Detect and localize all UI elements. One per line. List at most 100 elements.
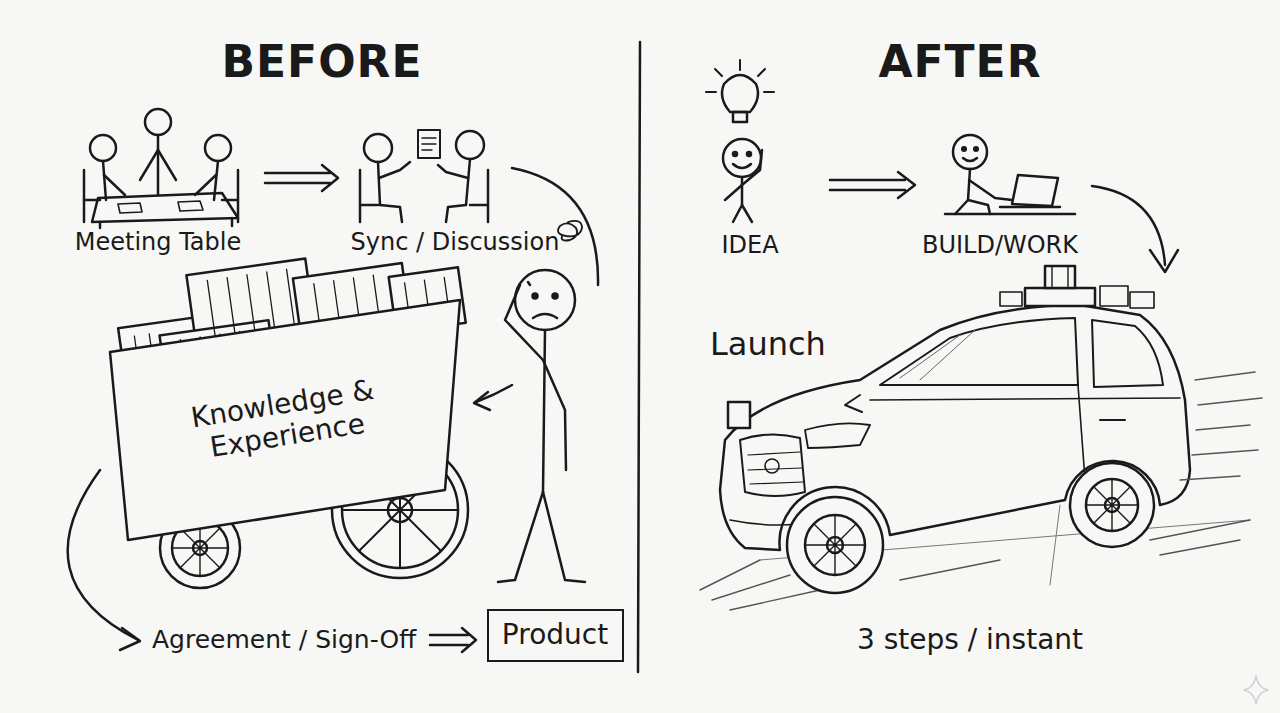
meeting-figures-part bbox=[92, 193, 238, 222]
meeting-figures-part bbox=[99, 222, 102, 228]
build-figure-part bbox=[962, 147, 966, 151]
sync-figures-part bbox=[456, 131, 484, 159]
pointer-arrow-part bbox=[474, 392, 490, 410]
sync-figures-part bbox=[438, 165, 468, 178]
autonomous-car-part bbox=[728, 402, 750, 428]
cart-outline-shape bbox=[110, 300, 460, 540]
sign-off-arrow-part bbox=[430, 628, 476, 652]
confused-figure-part bbox=[543, 492, 585, 582]
sync-figures-part bbox=[446, 205, 466, 222]
lightbulb bbox=[706, 60, 774, 122]
autonomous-car-part bbox=[748, 452, 803, 484]
sync-figures-part bbox=[380, 205, 402, 222]
build-figure bbox=[945, 135, 1075, 214]
sparkle-watermark bbox=[1244, 676, 1268, 704]
step-label: BUILD/WORK bbox=[922, 232, 1078, 258]
curved-arrow bbox=[1092, 186, 1178, 272]
idea-figure-part bbox=[747, 152, 751, 156]
node-text: Product bbox=[502, 619, 608, 651]
autonomous-car-part bbox=[1092, 320, 1163, 387]
idea-figure bbox=[723, 139, 762, 222]
thought-curve bbox=[512, 168, 598, 285]
confused-figure-part bbox=[505, 285, 543, 360]
autonomous-car-part bbox=[1180, 372, 1262, 480]
autonomous-car-part bbox=[805, 515, 865, 575]
sync-figures bbox=[360, 130, 488, 222]
meeting-figures-part bbox=[195, 175, 216, 195]
meeting-figures-part bbox=[145, 109, 171, 135]
build-figure-part bbox=[1012, 175, 1058, 206]
autonomous-car-part bbox=[1130, 292, 1154, 308]
divider-line bbox=[638, 42, 640, 672]
meeting-figures-part bbox=[90, 135, 116, 161]
sync-figures-part bbox=[378, 162, 380, 205]
confused-figure bbox=[498, 270, 585, 582]
autonomous-car bbox=[700, 266, 1262, 610]
autonomous-car-part bbox=[845, 395, 862, 412]
idea-figure-part bbox=[733, 205, 752, 222]
lightbulb-part bbox=[722, 75, 758, 112]
meeting-figures-part bbox=[104, 175, 125, 195]
autonomous-car-part bbox=[740, 434, 805, 496]
meeting-figures-part bbox=[158, 150, 176, 180]
autonomous-car-part bbox=[805, 423, 870, 448]
thought-curve-part bbox=[512, 168, 598, 285]
autonomous-car-part bbox=[1100, 419, 1125, 421]
idea-figure-part bbox=[733, 164, 751, 168]
sync-figures-part bbox=[466, 159, 470, 205]
confused-figure-part bbox=[543, 360, 566, 470]
build-figure-part bbox=[1000, 206, 1060, 209]
double-arrow-part bbox=[830, 172, 915, 198]
autonomous-car-part bbox=[765, 459, 779, 473]
sync-figures-part bbox=[379, 162, 410, 178]
sync-figures-part bbox=[360, 170, 378, 222]
autonomous-car-part bbox=[1100, 286, 1128, 306]
sign-off-arrow-part bbox=[120, 628, 140, 650]
section-heading: AFTER bbox=[878, 38, 1041, 86]
lightbulb-part bbox=[733, 112, 747, 122]
sync-figures-part bbox=[364, 134, 392, 162]
meeting-figures-part bbox=[103, 161, 106, 200]
meeting-figures-part bbox=[178, 201, 203, 211]
build-figure-part bbox=[955, 200, 990, 214]
idea-figure-part bbox=[733, 152, 737, 156]
double-arrow bbox=[265, 165, 338, 191]
autonomous-car-part bbox=[805, 515, 865, 575]
idea-figure-part bbox=[723, 139, 761, 177]
product-box: Product bbox=[487, 609, 624, 662]
cart-body: Knowledge & Experience bbox=[105, 295, 465, 545]
thought-curve-part bbox=[558, 221, 582, 241]
meeting-figures-part bbox=[140, 150, 158, 180]
launch-label: Launch bbox=[710, 327, 826, 362]
autonomous-car-part bbox=[880, 318, 1078, 385]
autonomous-car-part bbox=[787, 497, 883, 593]
build-figure-part bbox=[969, 180, 1012, 200]
confused-figure-part bbox=[533, 314, 557, 318]
curved-arrow-part bbox=[1150, 250, 1178, 272]
confused-figure-part bbox=[543, 330, 545, 492]
build-figure-part bbox=[968, 169, 970, 200]
sync-figures-part bbox=[418, 130, 440, 158]
meeting-figures-part bbox=[84, 170, 100, 222]
meeting-figures-part bbox=[205, 135, 231, 161]
autonomous-car-part bbox=[1086, 479, 1138, 531]
idea-figure-part bbox=[742, 150, 762, 185]
autonomous-car-part bbox=[1000, 292, 1022, 306]
lightbulb-part bbox=[706, 60, 774, 92]
build-figure-part bbox=[963, 158, 977, 161]
autonomous-car-part bbox=[1052, 266, 1068, 288]
divider-line-part bbox=[638, 42, 640, 672]
autonomous-car-part bbox=[1025, 288, 1095, 306]
build-figure-part bbox=[974, 147, 978, 151]
autonomous-car-part bbox=[870, 385, 1180, 480]
confused-figure-part bbox=[553, 294, 558, 299]
double-arrow bbox=[830, 172, 915, 198]
build-figure-part bbox=[953, 135, 987, 169]
autonomous-car-part bbox=[1045, 266, 1075, 288]
meeting-figures-part bbox=[118, 203, 142, 213]
confused-figure-part bbox=[498, 492, 543, 582]
autonomous-car-part bbox=[1070, 463, 1154, 547]
sparkle-watermark-part bbox=[1244, 676, 1268, 704]
confused-figure-part bbox=[533, 294, 538, 299]
